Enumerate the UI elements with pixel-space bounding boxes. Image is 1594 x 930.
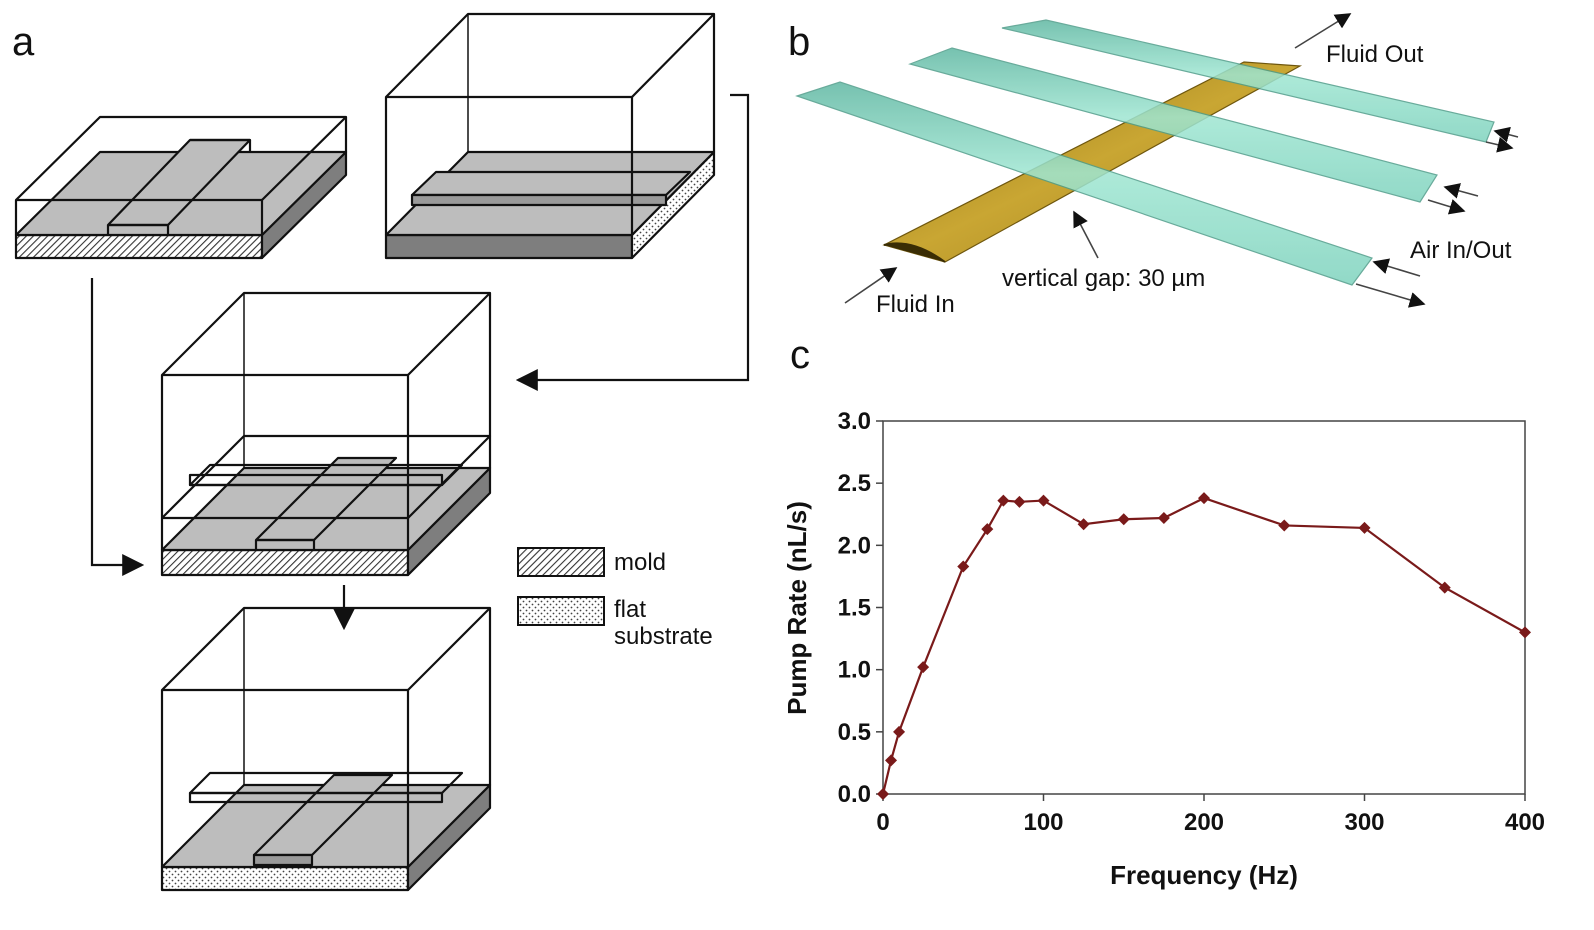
series-pump-rate [877,492,1531,800]
y-tick-label: 1.0 [838,657,871,684]
mold-block-top-left [14,115,348,260]
legend: mold flat substrate [517,547,713,650]
data-point-marker [1198,492,1210,505]
y-tick-label: 0.0 [838,781,871,808]
assembly-block-bottom [160,606,492,892]
panel-b-letter: b [788,20,810,64]
legend-mold-label: mold [614,549,666,576]
data-point-marker [1117,513,1130,526]
legend-substrate-swatch [517,596,605,626]
legend-substrate-label-2: substrate [614,623,713,650]
label-air-in-out: Air In/Out [1410,237,1512,264]
air-channel-3 [795,81,1373,286]
y-tick-label: 2.5 [838,470,871,497]
assembly-block-middle [160,291,492,577]
label-vertical-gap: vertical gap: 30 µm [1002,265,1205,292]
x-axis-title: Frequency (Hz) [1110,860,1298,890]
x-axis-ticks: 0 100 200 300 400 [876,794,1545,836]
pump-3d-illustration: Fluid Out Air In/Out Fluid In vertical g… [795,13,1519,318]
data-point-marker [1358,521,1371,534]
data-point-marker [1278,519,1291,532]
air-channel-1 [1001,19,1495,143]
legend-substrate-label-1: flat [614,596,646,623]
label-fluid-in: Fluid In [876,291,955,318]
data-point-marker [957,560,970,573]
data-point-marker [885,754,898,767]
data-point-marker [1438,581,1451,594]
data-point-marker [1157,511,1170,524]
y-axis-ticks: 0.0 0.5 1.0 1.5 2.0 2.5 3.0 [838,408,883,808]
x-tick-label: 400 [1505,809,1545,836]
y-tick-label: 2.0 [838,532,871,559]
y-tick-label: 0.5 [838,719,871,746]
mold-block-top-right [384,12,716,260]
data-point-marker [917,661,930,674]
legend-mold-swatch [517,547,605,577]
series-line [881,496,1526,795]
data-point-marker [981,523,994,536]
label-fluid-out: Fluid Out [1326,41,1424,68]
data-point-marker [877,788,889,800]
data-point-marker [997,494,1010,507]
data-point-marker [1077,518,1090,531]
plot-frame [882,420,1526,795]
y-tick-label: 3.0 [838,408,871,435]
air-channel-2 [908,47,1438,203]
panel-a-letter: a [12,20,35,64]
x-tick-label: 100 [1023,809,1063,836]
panel-c-letter: c [790,333,810,377]
y-axis-title: Pump Rate (nL/s) [782,501,812,715]
connector-arrows [90,93,750,631]
fluid-channel-end [883,242,946,263]
x-tick-label: 200 [1184,809,1224,836]
x-tick-label: 300 [1344,809,1384,836]
y-tick-label: 1.5 [838,595,871,622]
x-tick-label: 0 [876,809,889,836]
data-point-marker [893,725,906,738]
pump-rate-chart: 0.0 0.5 1.0 1.5 2.0 2.5 3.0 0 100 200 300 400 Freq… [782,408,1545,890]
data-point-marker [1037,494,1050,507]
data-point-marker [1013,495,1026,508]
data-point-marker [1519,626,1531,639]
